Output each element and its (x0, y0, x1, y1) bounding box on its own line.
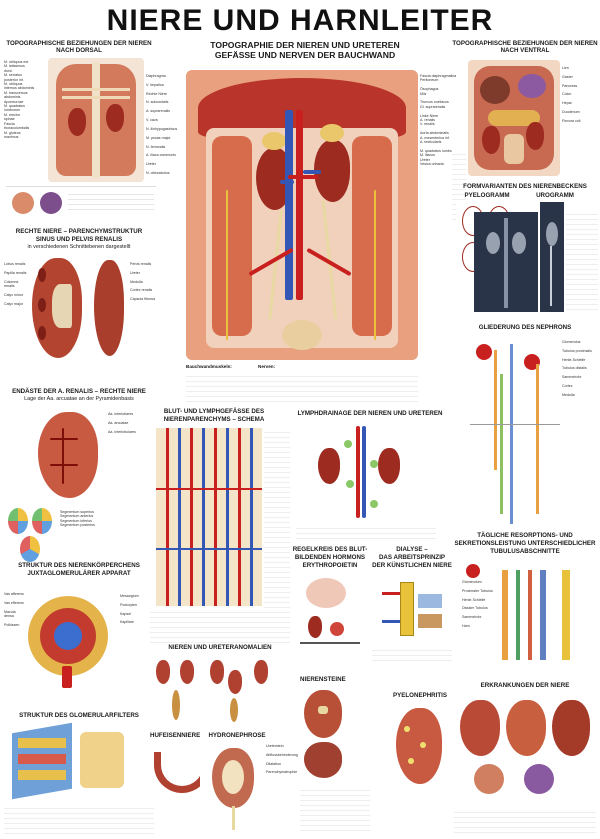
main-left-labels: Diaphragma V. hepatica Rechte Niere N. s… (146, 74, 178, 175)
parenchyma-legend-lines (264, 428, 290, 608)
urogram-xray (540, 202, 564, 312)
section-title-main-1: TOPOGRAPHIE DER NIEREN UND URETEREN (210, 40, 400, 50)
kidney-segments-diagram (6, 506, 56, 564)
endaeste-labels: Aa. interlobares Aa. arcuatae Aa. interl… (108, 412, 136, 434)
kidney-stones-illustration (300, 686, 350, 782)
hydro-labels: Ureterstein Abflussbehinderung Dilatatio… (266, 744, 298, 775)
section-title-tubulus-2: SEKRETIONSLEISTUNG UNTERSCHIEDLICHER (454, 540, 596, 547)
bauchwandmuskeln-heading: Bauchwandmuskeln: (186, 364, 232, 369)
section-title-rechte-niere-2: SINUS UND PELVIS RENALIS (35, 236, 123, 243)
kidney-section-illustration-2 (92, 254, 128, 364)
dialysis-diagram (378, 574, 450, 644)
ventral-illustration (468, 60, 560, 176)
section-subtitle-rechte-niere: in verschiedenen Schnittebenen dargestel… (27, 244, 131, 250)
horseshoe-kidney-illustration (150, 742, 200, 802)
pyelonephritis-illustration (390, 702, 450, 802)
ventral-labels: Lien Gaster Pancreas Colon Hepar Duodenu… (562, 66, 581, 123)
pyelogramm-label: PYELOGRAMM (464, 192, 510, 199)
glomerulus-legend-lines (4, 804, 154, 836)
stones-legend-lines (300, 786, 370, 832)
kidney-section-illustration (28, 254, 88, 364)
section-title-dialyse-3: DER KÜNSTLICHEN NIERE (372, 562, 452, 569)
section-title-topo-dorsal: TOPOGRAPHISCHE BEZIEHUNGEN DER NIEREN NA… (6, 40, 152, 54)
dorsal-back-illustration (48, 58, 144, 182)
kidney-diseases-illustration (454, 694, 596, 806)
section-title-endaeste: ENDÄSTE DER A. RENALIS – RECHTE NIERE (12, 388, 146, 395)
section-title-erkrankungen: ERKRANKUNGEN DER NIERE (480, 682, 570, 689)
section-title-nierensteine: NIERENSTEINE (300, 676, 346, 683)
section-title-pyelonephritis: PYELONEPHRITIS (393, 692, 447, 699)
section-title-main-2: GEFÄSSE UND NERVEN DER BAUCHWAND (214, 50, 396, 60)
section-title-dialyse-1: DIALYSE – (396, 546, 428, 553)
urogramm-label: UROGRAMM (536, 192, 574, 199)
section-title-tubulus-3: TUBULUSABSCHNITTE (490, 548, 560, 555)
nephron-labels: Glomerulus Tubulus proximalis Henle-Schl… (562, 340, 592, 397)
section-title-topo-ventral: TOPOGRAPHISCHE BEZIEHUNGEN DER NIEREN NA… (452, 40, 598, 54)
section-title-nephron: GLIEDERUNG DES NEPHRONS (478, 324, 572, 331)
dialysis-legend-lines (372, 646, 452, 664)
poster-title: NIERE UND HARNLEITER (106, 4, 494, 37)
dorsal-legend-block (6, 186, 156, 218)
juxta-illustration (18, 586, 118, 690)
main-abdomen-illustration (186, 70, 418, 360)
section-title-glomerulus: STRUKTUR DES GLOMERULARFILTERS (19, 712, 139, 719)
endaeste-illustration (32, 408, 106, 502)
hydronephrosis-illustration (204, 742, 264, 832)
tubulus-labels: Glomerulum Proximaler Tubulus Henle-Schl… (462, 580, 493, 629)
anomalies-illustration (150, 654, 290, 726)
section-subtitle-endaeste: Lage der Aa. arcuatae an der Pyramidenba… (24, 396, 134, 402)
section-title-regelkreis-3: ERYTHROPOIETIN (302, 562, 358, 569)
section-title-dialyse-2: DAS ARBEITSPRINZIP (378, 554, 446, 561)
section-title-anomalien: NIEREN UND URETERANOMALIEN (168, 644, 272, 651)
section-title-juxta-1: STRUKTUR DES NIERENKÖRPERCHENS (18, 562, 140, 569)
section-title-formvarianten: FORMVARIANTEN DES NIERENBECKENS (463, 183, 587, 190)
muscle-nerve-legend-lines (186, 372, 418, 402)
section-title-regelkreis-2: BILDENDEN HORMONS (294, 554, 366, 561)
section-title-blut-lymphe-1: BLUT- UND LYMPHGEFÄSSE DES (163, 408, 265, 415)
section-title-hufeisen: HUFEISENNIERE (150, 732, 201, 739)
pyelogram-xray (474, 212, 538, 312)
kidney-section-labels-right: Pelvis renalis Ureter Medulla Cortex ren… (130, 262, 155, 302)
parenchyma-footnote-lines (150, 608, 290, 644)
section-title-hydronephrose: HYDRONEPHROSE (208, 732, 266, 739)
tubulus-diagram (462, 560, 592, 670)
parenchyma-scheme (156, 428, 262, 606)
erythropoietin-diagram (296, 572, 366, 660)
diseases-legend-lines (454, 808, 596, 836)
kidney-section-labels-left: Lobus renalis Papilla renalis Columna re… (4, 262, 27, 306)
nerven-heading: Nerven: (258, 364, 276, 369)
glomerular-filter-illustration (8, 722, 134, 802)
section-title-juxta-2: JUXTAGLOMERULÄRER APPARAT (27, 570, 131, 577)
lymph-illustration (300, 420, 420, 524)
juxta-labels-right: Mesangium Podozyten Kapsel Kapillare (120, 594, 139, 625)
section-title-rechte-niere-1: RECHTE NIERE – PARENCHYMSTRUKTUR (15, 228, 143, 235)
nephron-illustration (470, 334, 560, 530)
section-title-regelkreis-1: REGELKREIS DES BLUT- (292, 546, 368, 553)
juxta-labels-left: Vas afferens Vas efferens Macula densa P… (4, 592, 24, 627)
pyelogram-legend-lines (566, 210, 598, 310)
section-title-lymphdrainage: LYMPHDRAINAGE DER NIEREN UND URETEREN (297, 410, 443, 417)
section-title-blut-lymphe-2: NIERENPARENCHYMS – SCHEMA (163, 416, 265, 423)
lymph-legend-lines (296, 524, 436, 540)
section-title-tubulus-1: TÄGLICHE RESORPTIONS- UND (477, 532, 573, 539)
